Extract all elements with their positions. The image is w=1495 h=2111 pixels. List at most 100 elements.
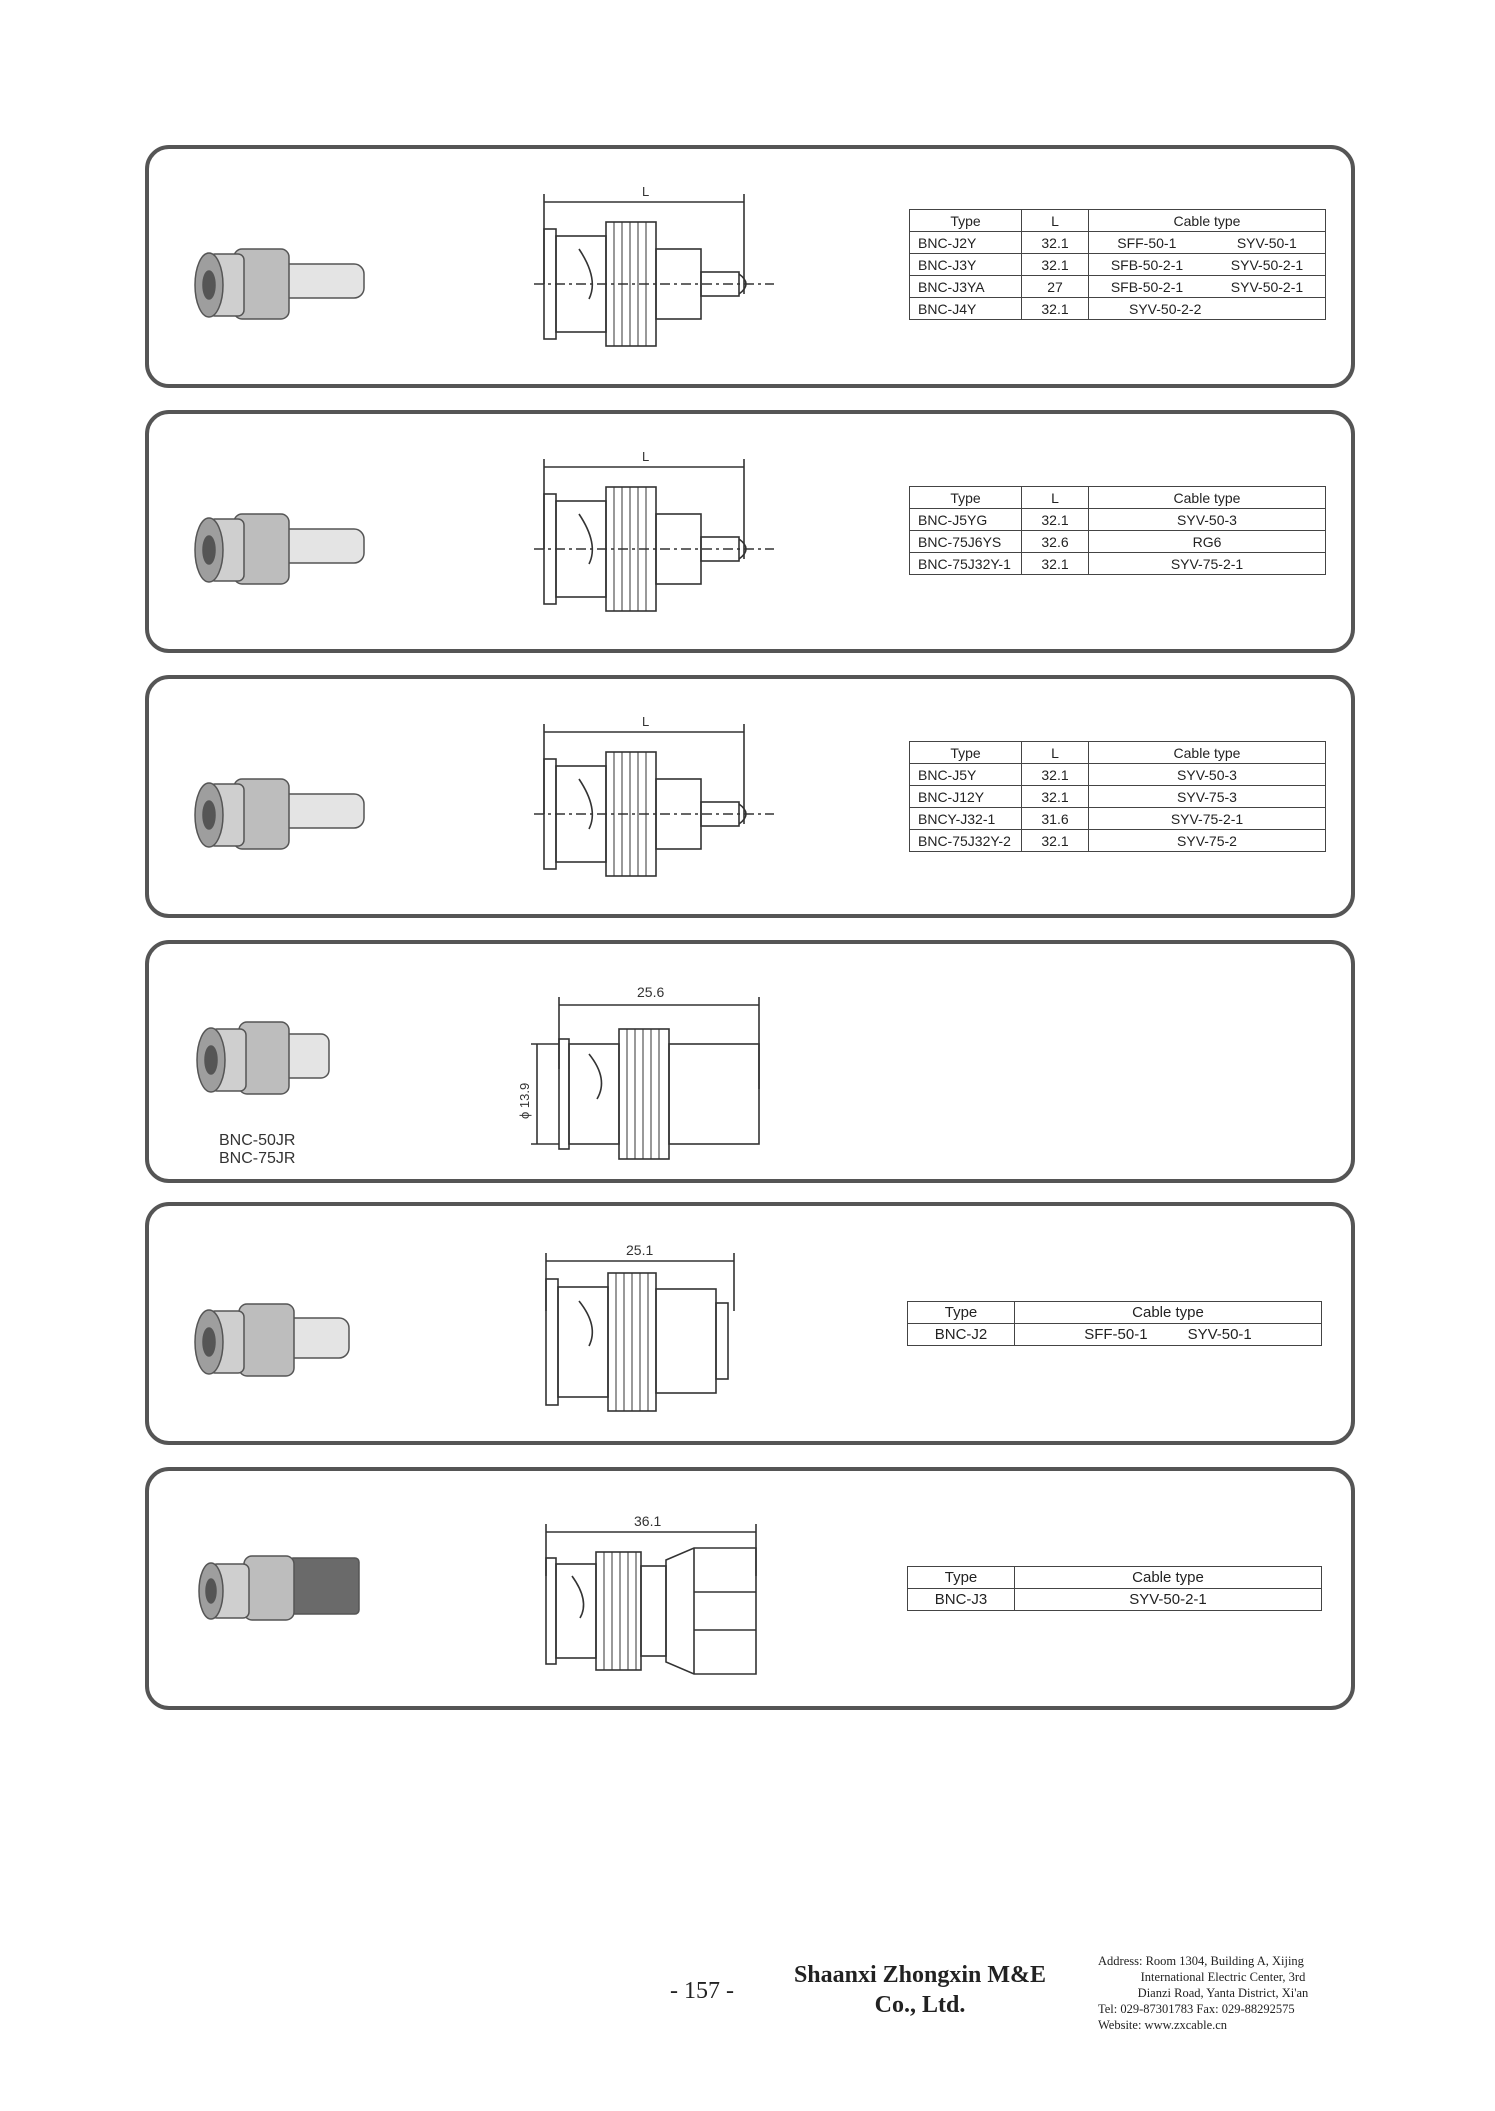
spec-table: Type L Cable type BNC-J5YG 32.1 SYV-50-3… <box>909 486 1326 575</box>
cable-cell: SFF-50-1 SYV-50-1 <box>1088 231 1326 254</box>
page-number: - 157 - <box>670 1978 734 2004</box>
connector-drawing: L <box>534 184 774 347</box>
cable-value: SYV-50-1 <box>1187 1326 1252 1343</box>
cable-value: SFF-50-1 <box>1084 1326 1148 1343</box>
cable-cell: SFF-50-1 SYV-50-1 <box>1014 1323 1322 1346</box>
table-row: BNC-J2Y 32.1 SFF-50-1 SYV-50-1 <box>909 231 1326 254</box>
cable-value: SYV-50-2-2 <box>1129 300 1202 317</box>
type-cell: BNC-J2Y <box>909 231 1022 254</box>
table-header-row: Type L Cable type <box>909 486 1326 509</box>
product-panel-2: L Type L Cable type BNC-J5YG 32.1 SYV-50… <box>145 410 1355 653</box>
connector-photo <box>196 1021 330 1095</box>
l-cell: 32.1 <box>1021 763 1089 786</box>
type-cell: BNC-J3 <box>907 1588 1015 1611</box>
address-line: Dianzi Road, Yanta District, Xi'an <box>1137 1986 1309 2000</box>
connector-photo <box>194 513 365 585</box>
l-cell: 27 <box>1021 275 1089 298</box>
table-row: BNC-75J6YS 32.6 RG6 <box>909 530 1326 553</box>
dimension-label: L <box>642 714 649 729</box>
cable-value: SYV-50-2-1 <box>1230 256 1304 273</box>
contact-line: Tel: 029-87301783 Fax: 029-88292575 <box>1098 2002 1295 2016</box>
connector-drawing: L <box>534 449 774 612</box>
table-header-row: Type L Cable type <box>909 741 1326 764</box>
company-name: Shaanxi Zhongxin M&E Co., Ltd. <box>775 1960 1065 2020</box>
l-cell: 32.1 <box>1021 508 1089 531</box>
connector-photo <box>198 1555 360 1621</box>
col-type-header: Type <box>907 1301 1015 1324</box>
dimension-label: 25.1 <box>626 1242 653 1258</box>
table-row: BNC-J5Y 32.1 SYV-50-3 <box>909 763 1326 786</box>
type-cell: BNC-J5YG <box>909 508 1022 531</box>
cable-cell: SYV-50-3 <box>1088 763 1326 786</box>
diameter-label: ϕ 13.9 <box>519 1083 532 1119</box>
spec-table: Type L Cable type BNC-J5Y 32.1 SYV-50-3 … <box>909 741 1326 852</box>
table-row: BNCY-J32-1 31.6 SYV-75-2-1 <box>909 807 1326 830</box>
col-cable-header: Cable type <box>1014 1301 1322 1324</box>
connector-drawing: 36.1 <box>545 1513 757 1675</box>
table-row: BNC-75J32Y-1 32.1 SYV-75-2-1 <box>909 552 1326 575</box>
l-cell: 32.1 <box>1021 253 1089 276</box>
cable-cell: SFB-50-2-1 SYV-50-2-1 <box>1088 275 1326 298</box>
address-line: International Electric Center, 3rd <box>1140 1970 1306 1984</box>
table-row: BNC-J4Y 32.1 SYV-50-2-2 <box>909 297 1326 320</box>
col-cable-header: Cable type <box>1014 1566 1322 1589</box>
cable-cell: SYV-75-2-1 <box>1088 807 1326 830</box>
company-name-line: Shaanxi Zhongxin M&E <box>793 1962 1047 1988</box>
cable-value: SYV-50-2-1 <box>1230 278 1304 295</box>
cable-value: SFB-50-2-1 <box>1110 278 1184 295</box>
col-cable-header: Cable type <box>1088 741 1326 764</box>
dimension-label: 25.6 <box>637 984 664 1000</box>
website-line: Website: www.zxcable.cn <box>1098 2018 1228 2032</box>
connector-photo <box>194 778 365 850</box>
cable-value: SFF-50-1 <box>1117 234 1177 251</box>
type-cell: BNC-J5Y <box>909 763 1022 786</box>
cable-cell: SYV-50-2-1 <box>1014 1588 1322 1611</box>
col-type-header: Type <box>909 209 1022 232</box>
type-cell: BNC-J4Y <box>909 297 1022 320</box>
l-cell: 32.1 <box>1021 785 1089 808</box>
spec-table: Type Cable type BNC-J3 SYV-50-2-1 <box>907 1566 1322 1611</box>
cable-cell: SYV-50-2-2 <box>1088 297 1326 320</box>
type-cell: BNCY-J32-1 <box>909 807 1022 830</box>
table-row: BNC-J12Y 32.1 SYV-75-3 <box>909 785 1326 808</box>
cable-value: SYV-50-1 <box>1236 234 1297 251</box>
table-row: BNC-J3 SYV-50-2-1 <box>907 1588 1322 1611</box>
type-cell: BNC-J12Y <box>909 785 1022 808</box>
model-label: BNC-50JR <box>219 1132 296 1149</box>
product-panel-5: 25.1 Type Cable type BNC-J2 SFF-50-1 SYV-… <box>145 1202 1355 1445</box>
table-header-row: Type L Cable type <box>909 209 1326 232</box>
col-type-header: Type <box>907 1566 1015 1589</box>
col-cable-header: Cable type <box>1088 486 1326 509</box>
connector-drawing: 25.1 <box>545 1242 735 1412</box>
l-cell: 32.1 <box>1021 829 1089 852</box>
company-address: Address: Room 1304, Building A, Xijing I… <box>1098 1953 1348 2033</box>
product-panel-6: 36.1 Type Cable type BNC-J3 SYV-50-2-1 <box>145 1467 1355 1710</box>
table-header-row: Type Cable type <box>907 1566 1322 1589</box>
type-cell: BNC-J2 <box>907 1323 1015 1346</box>
connector-drawing: 25.6 ϕ 13.9 <box>519 984 760 1160</box>
l-cell: 32.1 <box>1021 552 1089 575</box>
col-l-header: L <box>1021 209 1089 232</box>
table-header-row: Type Cable type <box>907 1301 1322 1324</box>
col-l-header: L <box>1021 486 1089 509</box>
model-label: BNC-75JR <box>219 1150 296 1167</box>
cable-cell: SYV-50-3 <box>1088 508 1326 531</box>
address-line: Address: Room 1304, Building A, Xijing <box>1098 1954 1304 1968</box>
table-row: BNC-75J32Y-2 32.1 SYV-75-2 <box>909 829 1326 852</box>
type-cell: BNC-75J32Y-2 <box>909 829 1022 852</box>
col-l-header: L <box>1021 741 1089 764</box>
cable-cell: SYV-75-2-1 <box>1088 552 1326 575</box>
connector-drawing: L <box>534 714 774 877</box>
product-panel-1: L Type L Cable type BNC-J2Y 32.1 SFF-50-… <box>145 145 1355 388</box>
product-panel-3: L Type L Cable type BNC-J5Y 32.1 SYV-50-… <box>145 675 1355 918</box>
type-cell: BNC-J3Y <box>909 253 1022 276</box>
col-cable-header: Cable type <box>1088 209 1326 232</box>
l-cell: 32.1 <box>1021 231 1089 254</box>
col-type-header: Type <box>909 741 1022 764</box>
table-row: BNC-J5YG 32.1 SYV-50-3 <box>909 508 1326 531</box>
l-cell: 32.6 <box>1021 530 1089 553</box>
type-cell: BNC-75J32Y-1 <box>909 552 1022 575</box>
